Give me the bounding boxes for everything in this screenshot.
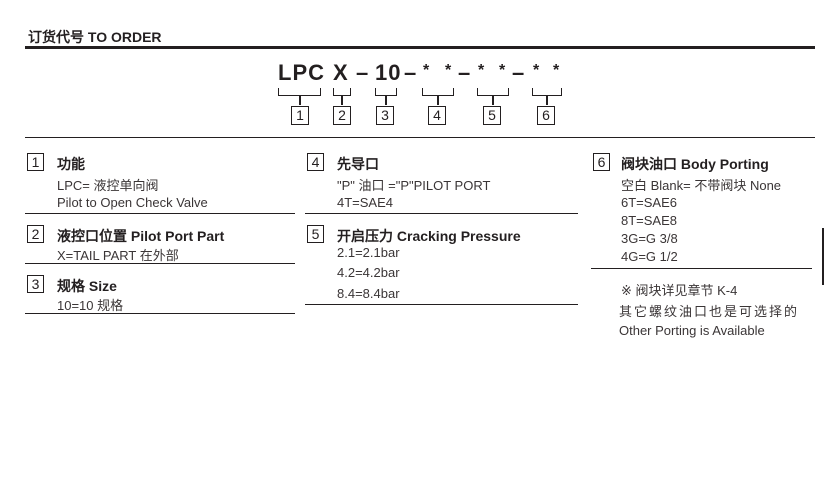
section-title: 阀块油口 Body Porting [621,156,769,172]
code-star: * [478,62,485,79]
bracket-stem [546,96,548,105]
section-title: 液控口位置 Pilot Port Part [57,228,225,244]
bracket [477,88,509,96]
section-number: 5 [307,225,324,243]
section-line: 10=10 规格 [57,298,124,313]
section-number: 4 [307,153,324,171]
margin-bar [822,228,824,285]
code-lpc: LPC [278,60,325,85]
code-dash: – [458,60,472,85]
code-number-6: 6 [537,106,555,125]
section-number: 2 [27,225,44,243]
bracket-stem [437,96,439,105]
separator [25,313,295,314]
bracket-stem [385,96,387,105]
bracket [532,88,562,96]
section-line: 3G=G 3/8 [621,231,678,246]
bracket [375,88,397,96]
section-line: 6T=SAE6 [621,195,678,210]
section-number: 1 [27,153,44,171]
section-line: 空白 Blank= 不带阀块 None [621,178,782,193]
separator [25,263,295,264]
section-title: 功能 [57,156,85,172]
section-line: 2.1=2.1bar [337,245,400,260]
section-line: 8T=SAE8 [621,213,678,228]
section-line: LPC= 液控单向阀 [57,178,159,193]
code-number-2: 2 [333,106,351,125]
code-star: * [445,62,452,79]
bracket [333,88,351,96]
header-rule [25,46,815,49]
section-title: 先导口 [337,156,379,172]
section-line: 8.4=8.4bar [337,286,400,301]
section-line: 4G=G 1/2 [621,249,678,264]
note-line: Other Porting is Available [619,323,765,338]
bracket [422,88,454,96]
code-star: * [499,62,506,79]
code-x: X [333,60,349,85]
code-star: * [533,62,540,79]
code-dash: – [356,60,370,85]
separator [591,268,812,269]
section-title: 规格 Size [57,278,117,294]
divider [25,137,815,138]
section-line: 4T=SAE4 [337,195,394,210]
bracket-stem [492,96,494,105]
bracket-stem [299,96,301,105]
separator [305,213,578,214]
section-number: 6 [593,153,610,171]
section-number: 3 [27,275,44,293]
code-number-3: 3 [376,106,394,125]
note-line: 其它螺纹油口也是可选择的 [619,304,800,319]
bracket [278,88,321,96]
separator [305,304,578,305]
code-dash: – [404,60,418,85]
code-number-1: 1 [291,106,309,125]
code-number-5: 5 [483,106,501,125]
code-10: 10 [375,60,402,85]
note-line: ※ 阀块详见章节 K-4 [621,283,738,298]
section-line: "P" 油口 ="P"PILOT PORT [337,178,491,193]
section-header: 订货代号 TO ORDER [28,29,162,45]
code-star: * [553,62,560,79]
code-star: * [423,62,430,79]
section-title: 开启压力 Cracking Pressure [337,228,521,244]
code-number-4: 4 [428,106,446,125]
section-line: Pilot to Open Check Valve [57,195,208,210]
section-line: X=TAIL PART 在外部 [57,248,179,263]
separator [25,213,295,214]
code-dash: – [512,60,526,85]
bracket-stem [341,96,343,105]
section-line: 4.2=4.2bar [337,265,400,280]
